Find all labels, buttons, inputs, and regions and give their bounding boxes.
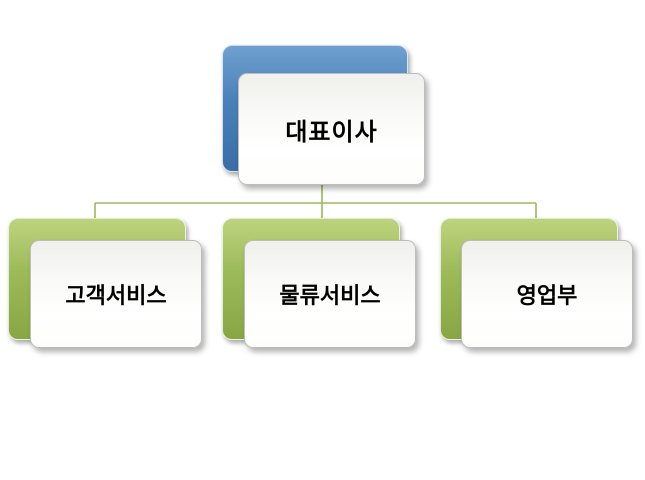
- root-node[interactable]: 대표이사: [238, 73, 425, 185]
- child-node-3[interactable]: 영업부: [461, 240, 633, 348]
- child-node-1[interactable]: 고객서비스: [30, 240, 202, 348]
- child-node-1-label: 고객서비스: [65, 283, 167, 308]
- child-node-2[interactable]: 물류서비스: [244, 240, 416, 348]
- child-node-2-label: 물류서비스: [279, 283, 381, 308]
- root-node-label: 대표이사: [285, 118, 378, 146]
- child-node-3-label: 영업부: [516, 283, 578, 308]
